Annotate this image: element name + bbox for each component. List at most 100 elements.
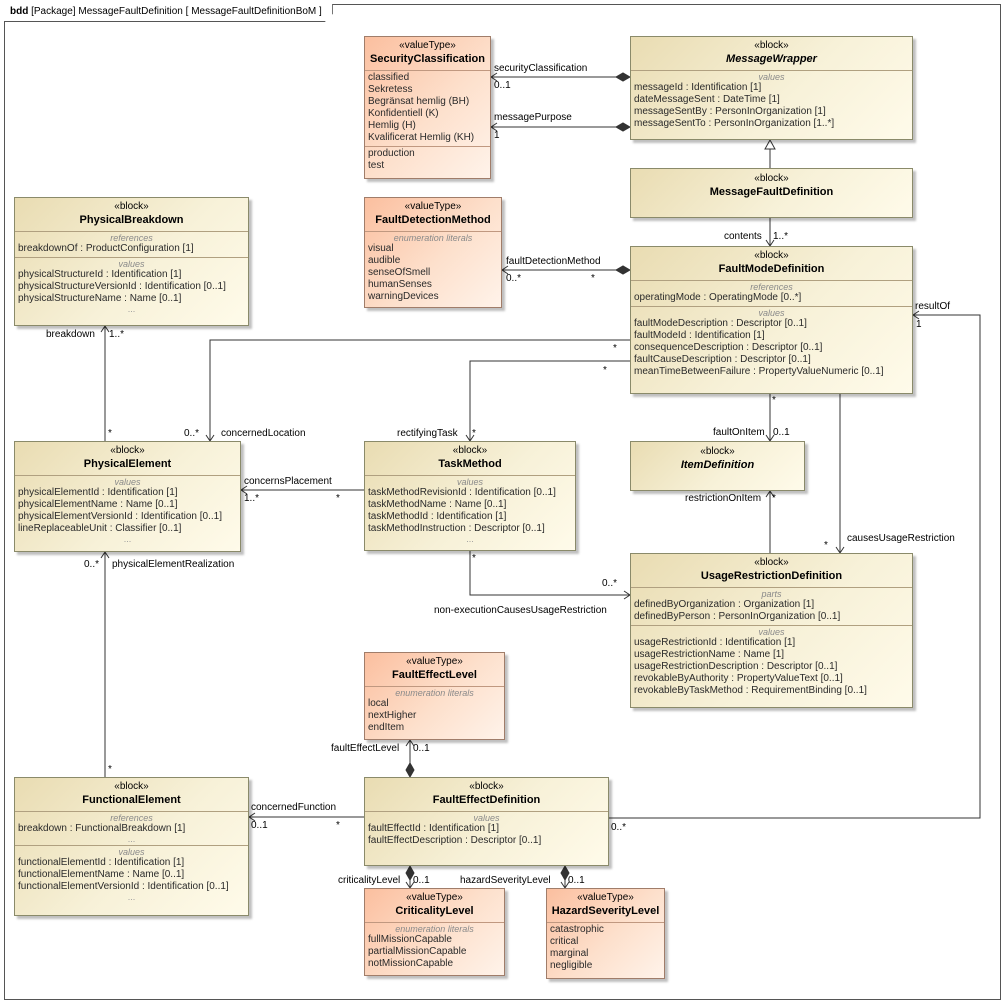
literal: notMissionCapable [368, 958, 454, 969]
ellipsis: ... [466, 534, 474, 544]
multiplicity-label: 0..* [84, 559, 100, 570]
literal: visual [368, 243, 394, 254]
compartment-header: enumeration literals [395, 924, 474, 934]
role-label: restrictionOnItem [685, 493, 762, 504]
multiplicity-label: 1..* [773, 231, 789, 242]
literal: production [368, 148, 415, 159]
multiplicity-label: * [336, 493, 340, 504]
multiplicity-label: 0..1 [568, 875, 585, 886]
compartment-header: values [758, 72, 785, 82]
block-name: FaultModeDefinition [718, 263, 825, 275]
literal: nextHigher [368, 710, 417, 721]
message-fault-definition-box[interactable]: «block»MessageFaultDefinition [630, 168, 913, 218]
literal: Begränsat hemlig (BH) [368, 96, 470, 107]
block-name: UsageRestrictionDefinition [700, 570, 843, 582]
multiplicity-label: 1..* [109, 329, 125, 340]
multiplicity-label: 0..* [506, 273, 522, 284]
property: functionalElementName : Name [0..1] [18, 869, 185, 880]
role-label: physicalElementRealization [112, 559, 235, 570]
property: faultModeDescription : Descriptor [0..1] [634, 318, 807, 329]
multiplicity-label: * [108, 428, 112, 439]
security-classification-box[interactable]: «valueType»SecurityClassification classi… [364, 36, 491, 179]
connector-fault-detection-method [501, 265, 630, 275]
property: physicalElementVersionId : Identificatio… [18, 511, 223, 522]
task-method-box[interactable]: «block»TaskMethod values taskMethodRevis… [364, 441, 576, 551]
role-label: hazardSeverityLevel [460, 875, 551, 886]
fault-effect-definition-box[interactable]: «block»FaultEffectDefinition values faul… [364, 777, 609, 866]
diagram-kind: bdd [10, 6, 29, 17]
literal: Konfidentiell (K) [368, 108, 439, 119]
ellipsis: ... [123, 534, 132, 544]
literal: endItem [368, 722, 405, 733]
property: revokableByAuthority : PropertyValueText… [634, 673, 843, 684]
property: dateMessageSent : DateTime [1] [634, 94, 780, 105]
property: breakdown : FunctionalBreakdown [1] [18, 823, 186, 834]
values-compartment: values messageId : Identification [1] da… [631, 70, 912, 132]
property: functionalElementVersionId : Identificat… [18, 881, 229, 892]
diagram-frame-tab: bdd [Package] MessageFaultDefinition [ M… [4, 4, 333, 22]
criticality-level-box[interactable]: «valueType»CriticalityLevel enumeration … [364, 888, 505, 976]
multiplicity-label: 0..1 [413, 743, 430, 754]
literal: local [368, 698, 389, 709]
compartment-header: values [758, 627, 785, 637]
literal: critical [550, 936, 579, 947]
fault-detection-method-box[interactable]: «valueType»FaultDetectionMethod enumerat… [364, 197, 502, 308]
item-definition-box[interactable]: «block»ItemDefinition [630, 441, 805, 491]
property: messageId : Identification [1] [634, 82, 762, 93]
connector-non-execution [469, 551, 631, 600]
connector-message-purpose [490, 122, 630, 132]
connector-concerns-placement [240, 485, 364, 495]
block-name: ItemDefinition [680, 459, 755, 471]
composition-diamond [560, 864, 570, 882]
compartment-header: references [110, 813, 153, 823]
role-label: faultEffectLevel [331, 743, 400, 754]
values-compartment: values functionalElementId : Identificat… [15, 845, 248, 903]
property: taskMethodName : Name [0..1] [368, 499, 507, 510]
role-label: non-executionCausesUsageRestriction [434, 605, 607, 616]
property: breakdownOf : ProductConfiguration [1] [18, 243, 194, 254]
stereotype: «block» [114, 781, 149, 792]
references-compartment: references operatingMode : OperatingMode… [631, 280, 912, 306]
multiplicity-label: * [772, 493, 776, 504]
stereotype: «block» [754, 173, 789, 184]
property: faultEffectId : Identification [1] [368, 823, 500, 834]
stereotype: «valueType» [404, 201, 462, 212]
stereotype: «block» [114, 201, 149, 212]
functional-element-box[interactable]: «block» FunctionalElement references brea… [14, 777, 249, 916]
stereotype: «block» [469, 781, 504, 792]
compartment-header: values [473, 813, 500, 823]
block-name: PhysicalBreakdown [79, 214, 184, 226]
compartment-header: values [758, 308, 785, 318]
multiplicity-label: * [772, 395, 776, 406]
message-wrapper-box[interactable]: «block»MessageWrapper values messageId :… [630, 36, 913, 140]
physical-element-box[interactable]: «block»PhysicalElement values physicalEl… [14, 441, 241, 552]
property: definedByPerson : PersonInOrganization [… [634, 611, 841, 622]
physical-breakdown-box[interactable]: «block»PhysicalBreakdown references brea… [14, 197, 249, 326]
role-label: contents [724, 231, 762, 242]
values-compartment: values physicalElementId : Identificatio… [15, 475, 240, 545]
hazard-severity-level-box[interactable]: «valueType»HazardSeverityLevel catastrop… [546, 888, 665, 979]
connector-security-classification [490, 72, 630, 82]
compartment-header: values [456, 477, 483, 487]
fault-effect-level-box[interactable]: «valueType»FaultEffectLevel enumeration … [364, 652, 505, 740]
literals-compartment: enumeration literals visual audible sens… [365, 231, 501, 305]
property: meanTimeBetweenFailure : PropertyValueNu… [634, 366, 884, 377]
connector-concerned-location [205, 339, 630, 442]
block-name: FunctionalElement [82, 794, 181, 806]
role-label: faultOnItem [713, 427, 765, 438]
fault-mode-definition-box[interactable]: «block»FaultModeDefinition references op… [630, 246, 913, 394]
stereotype: «valueType» [399, 40, 456, 51]
literal: catastrophic [550, 924, 604, 935]
property: usageRestrictionDescription : Descriptor… [634, 661, 838, 672]
composition-diamond [405, 864, 415, 882]
diagram-frame [4, 4, 1001, 1000]
block-name: SecurityClassification [370, 53, 485, 65]
role-label: causesUsageRestriction [847, 533, 955, 544]
usage-restriction-definition-box[interactable]: «block»UsageRestrictionDefinition parts … [630, 553, 913, 708]
multiplicity-label: * [108, 764, 112, 775]
composition-diamond [614, 122, 632, 132]
literal: marginal [550, 948, 589, 959]
property: messageSentBy : PersonInOrganization [1] [634, 106, 826, 117]
role-label: breakdown [46, 329, 95, 340]
property: physicalElementId : Identification [1] [18, 487, 178, 498]
